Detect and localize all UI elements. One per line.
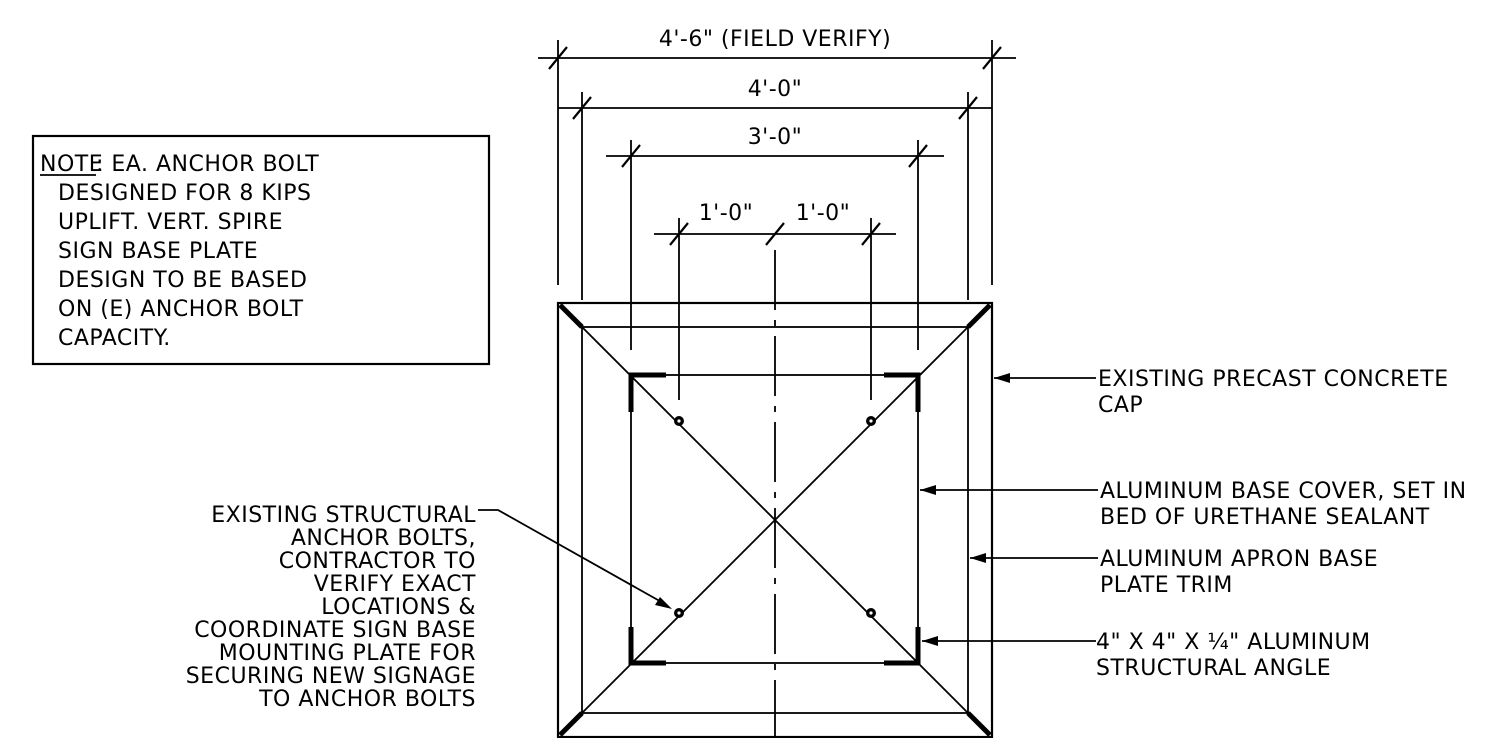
callout-line: VERIFY EXACT (314, 572, 476, 597)
callout-line: SECURING NEW SIGNAGE (186, 664, 476, 689)
callout-line: EXISTING PRECAST CONCRETE (1098, 367, 1449, 392)
note-line: UPLIFT. VERT. SPIRE (58, 210, 283, 235)
callout-line: COORDINATE SIGN BASE (194, 618, 476, 643)
callout-line: BED OF URETHANE SEALANT (1100, 505, 1430, 530)
note-line: CAPACITY. (58, 326, 171, 351)
dimension-cover-label: 4'-0" (748, 77, 803, 102)
callout-line: MOUNTING PLATE FOR (219, 641, 476, 666)
callout-apron-trim: ALUMINUM APRON BASE PLATE TRIM (970, 547, 1378, 598)
callout-line: STRUCTURAL ANGLE (1096, 656, 1331, 681)
dimension-bolt-left-label: 1'-0" (699, 201, 754, 226)
anchor-bolts (674, 416, 876, 618)
note-line: DESIGN TO BE BASED (58, 268, 307, 293)
structural-angles (628, 372, 921, 666)
callout-line: EXISTING STRUCTURAL (211, 503, 476, 528)
dimension-bolts: 1'-0" 1'-0" (654, 201, 896, 400)
note-line: : EA. ANCHOR BOLT (96, 152, 319, 177)
dimension-overall-label: 4'-6" (FIELD VERIFY) (659, 27, 891, 52)
callout-line: LOCATIONS & (321, 595, 476, 620)
callout-line: ALUMINUM APRON BASE (1100, 547, 1378, 572)
note-box: NOTE : EA. ANCHOR BOLT DESIGNED FOR 8 KI… (31, 134, 491, 366)
note-line: ON (E) ANCHOR BOLT (58, 297, 304, 322)
precast-concrete-cap (556, 301, 994, 738)
aluminum-base-cover (581, 326, 969, 714)
callout-line: PLATE TRIM (1100, 573, 1233, 598)
callout-precast-cap: EXISTING PRECAST CONCRETE CAP (994, 367, 1449, 418)
apron-base-plate-trim (558, 303, 992, 737)
dimension-angles-label: 3'-0" (748, 125, 803, 150)
callout-line: ANCHOR BOLTS, (291, 526, 476, 551)
dimension-bolt-right-label: 1'-0" (796, 201, 851, 226)
callout-structural-angle: 4" X 4" X ¼" ALUMINUM STRUCTURAL ANGLE (922, 630, 1371, 681)
dimension-cover: 4'-0" (558, 77, 992, 300)
callout-line: CONTRACTOR TO (279, 549, 476, 574)
callout-line: 4" X 4" X ¼" ALUMINUM (1096, 630, 1371, 655)
callout-line: TO ANCHOR BOLTS (258, 687, 476, 712)
callout-line: ALUMINUM BASE COVER, SET IN (1100, 479, 1467, 504)
note-line: DESIGNED FOR 8 KIPS (58, 181, 312, 206)
dimension-angles: 3'-0" (606, 125, 944, 350)
dimension-overall: 4'-6" (FIELD VERIFY) (538, 27, 1016, 285)
note-line: SIGN BASE PLATE (58, 239, 258, 264)
callout-line: CAP (1098, 393, 1143, 418)
note-label: NOTE (40, 152, 103, 177)
callout-anchor-bolts: EXISTING STRUCTURAL ANCHOR BOLTS, CONTRA… (186, 503, 672, 712)
callout-base-cover: ALUMINUM BASE COVER, SET IN BED OF URETH… (920, 479, 1467, 530)
